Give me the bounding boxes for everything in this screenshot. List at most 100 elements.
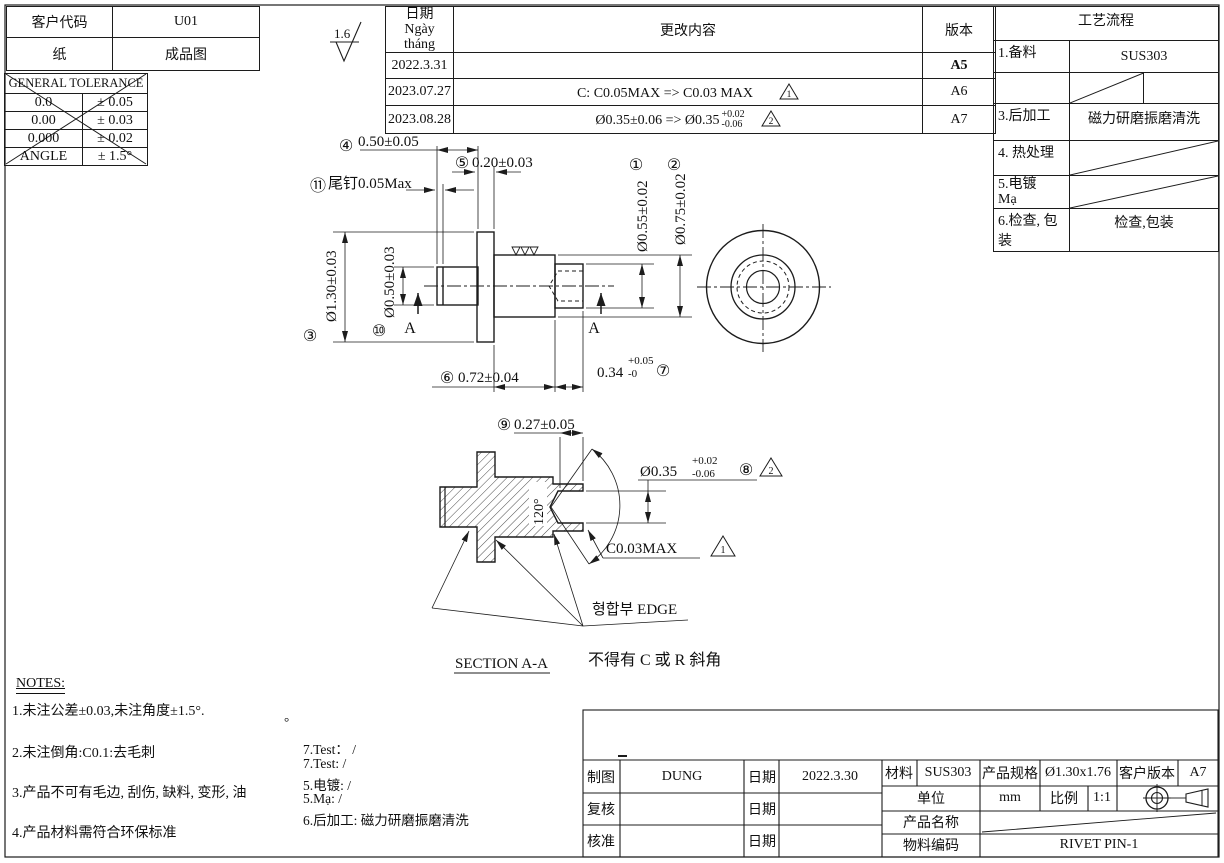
balloon-5: ⑤ xyxy=(455,153,469,172)
revision-row: 2023.08.28 Ø0.35±0.06 => Ø0.35+0.02-0.06… xyxy=(385,105,996,134)
revision-flag-2-icon: 2 xyxy=(759,457,783,477)
tolerance-value: ± 1.5° xyxy=(82,147,148,166)
dim-5: 0.20±0.03 xyxy=(472,155,533,171)
process-step-value: SUS303 xyxy=(1069,40,1219,73)
notes-title: NOTES: xyxy=(16,676,65,694)
svg-text:2: 2 xyxy=(769,466,774,477)
tolerance-size: ANGLE xyxy=(4,147,83,166)
dim-7: 0.34 xyxy=(597,365,624,381)
angle-dim: 120° xyxy=(532,498,547,525)
revision-version: A6 xyxy=(922,78,996,106)
dim-7-sub: -0 xyxy=(628,368,638,380)
dim-3: Ø1.30±0.03 xyxy=(324,250,340,322)
dim-11: 尾钉0.05Max xyxy=(328,175,412,192)
balloon-9: ⑨ xyxy=(497,415,511,434)
checked-by-label: 复核 xyxy=(587,803,615,818)
section-view: 120° ⑨ 0.27±0.05 Ø0.35 +0.02 -0.06 ⑧ 2 C… xyxy=(431,415,783,627)
material-value: SUS303 xyxy=(924,765,972,780)
process-step-label: 6.检查, 包装 xyxy=(993,208,1070,252)
note2-item-2: 7.Test: / xyxy=(303,756,347,771)
general-tolerance-table: GENERAL TOLERANCE 0.0 ± 0.05 0.00 ± 0.03… xyxy=(4,73,148,166)
note-item-2: 2.未注倒角:C0.1:去毛刺 xyxy=(12,746,156,761)
revision-col-content: 更改内容 xyxy=(453,6,923,53)
dim-4: 0.50±0.05 xyxy=(358,134,419,150)
revision-flag-icon: 1 xyxy=(779,82,799,100)
slash-icon xyxy=(1070,176,1218,208)
date-label-1: 日期 xyxy=(748,771,776,786)
balloon-1: ① xyxy=(629,155,643,174)
scale-value: 1:1 xyxy=(1093,790,1111,805)
svg-text:1: 1 xyxy=(721,545,726,556)
svg-text:1: 1 xyxy=(787,90,792,100)
title-block-lines xyxy=(582,709,1219,858)
dim-7-sup: +0.05 xyxy=(628,355,654,367)
revision-version: A7 xyxy=(922,105,996,134)
unit-value: mm xyxy=(999,790,1021,805)
paper-label: 纸 xyxy=(6,37,113,71)
spec-value: Ø1.30x1.76 xyxy=(1044,765,1112,780)
revision-flag-1-icon: 1 xyxy=(710,535,736,557)
scale-label: 比例 xyxy=(1050,792,1078,807)
part-number-label: 物料编码 xyxy=(903,839,959,854)
customer-version-value: A7 xyxy=(1189,765,1207,780)
process-step-empty xyxy=(1069,140,1219,176)
tolerance-size: 0.000 xyxy=(4,129,83,148)
edge-label: 형합부 EDGE xyxy=(592,601,677,618)
section-letter-right: A xyxy=(588,320,600,337)
projection-symbol-icon xyxy=(1143,784,1209,812)
customer-code-label: 客户代码 xyxy=(6,6,113,38)
dim-10: Ø0.50±0.03 xyxy=(382,246,398,318)
stray-degree-mark: ° xyxy=(284,714,290,729)
slash-icon xyxy=(1070,141,1218,175)
hidden-socket-hole xyxy=(548,270,583,302)
note2-item-1: 7.Test： / xyxy=(303,742,357,757)
tolerance-size: 0.0 xyxy=(4,93,83,112)
customer-version-label: 客户版本 xyxy=(1119,767,1175,782)
customer-info-table: 客户代码 U01 纸 成品图 xyxy=(6,6,260,71)
note2-item-3: 5.电镀: / xyxy=(303,778,352,793)
roughness-value: 1.6 xyxy=(334,26,351,41)
no-chamfer-note: 不得有 C 或 R 斜角 xyxy=(588,651,721,669)
customer-code-value: U01 xyxy=(112,6,260,38)
note-item-1: 1.未注公差±0.03,未注角度±1.5°. xyxy=(12,704,205,719)
process-step-value: 检查,包装 xyxy=(1069,208,1219,252)
tolerance-title: GENERAL TOLERANCE xyxy=(4,73,148,94)
date-value-1: 2022.3.30 xyxy=(802,769,858,784)
product-name-label: 产品名称 xyxy=(903,816,959,831)
unit-label: 单位 xyxy=(917,792,945,807)
dim-2: Ø0.75±0.02 xyxy=(673,173,689,245)
tolerance-value: ± 0.03 xyxy=(82,111,148,130)
revision-flag-icon: 2 xyxy=(760,109,781,127)
material-label: 材料 xyxy=(885,767,913,782)
dimension-lines xyxy=(342,147,683,390)
note2-item-5: 6.后加工: 磁力研磨振磨清洗 xyxy=(303,813,469,828)
process-step-empty xyxy=(1069,72,1219,104)
end-view xyxy=(697,224,831,352)
revision-version: A5 xyxy=(922,52,996,79)
dim-1: Ø0.55±0.02 xyxy=(635,180,651,252)
revision-row: 2022.3.31 A5 xyxy=(385,52,996,79)
revision-date: 2023.08.28 xyxy=(385,105,454,134)
roughness-symbol xyxy=(330,21,362,63)
edge-leaders xyxy=(431,530,689,627)
process-step-label xyxy=(993,72,1070,104)
dim-8: Ø0.35 xyxy=(640,464,677,480)
note-item-4: 4.产品材料需符合环保标准 xyxy=(12,826,177,841)
revision-date: 2022.3.31 xyxy=(385,52,454,79)
balloon-3: ③ xyxy=(303,326,317,345)
section-letter-left: A xyxy=(404,320,416,337)
spec-label: 产品规格 xyxy=(982,767,1038,782)
date-label-3: 日期 xyxy=(748,835,776,850)
note2-item-4: 5.Mạ: / xyxy=(303,791,342,806)
dim-9: 0.27±0.05 xyxy=(514,417,575,433)
revision-date: 2023.07.27 xyxy=(385,78,454,106)
dim-6: 0.72±0.04 xyxy=(458,370,519,386)
knurl-marks xyxy=(511,246,539,257)
process-step-label: 3.后加工 xyxy=(993,103,1070,141)
process-step-label: 1.备料 xyxy=(993,40,1070,73)
slash-icon xyxy=(1070,73,1144,103)
